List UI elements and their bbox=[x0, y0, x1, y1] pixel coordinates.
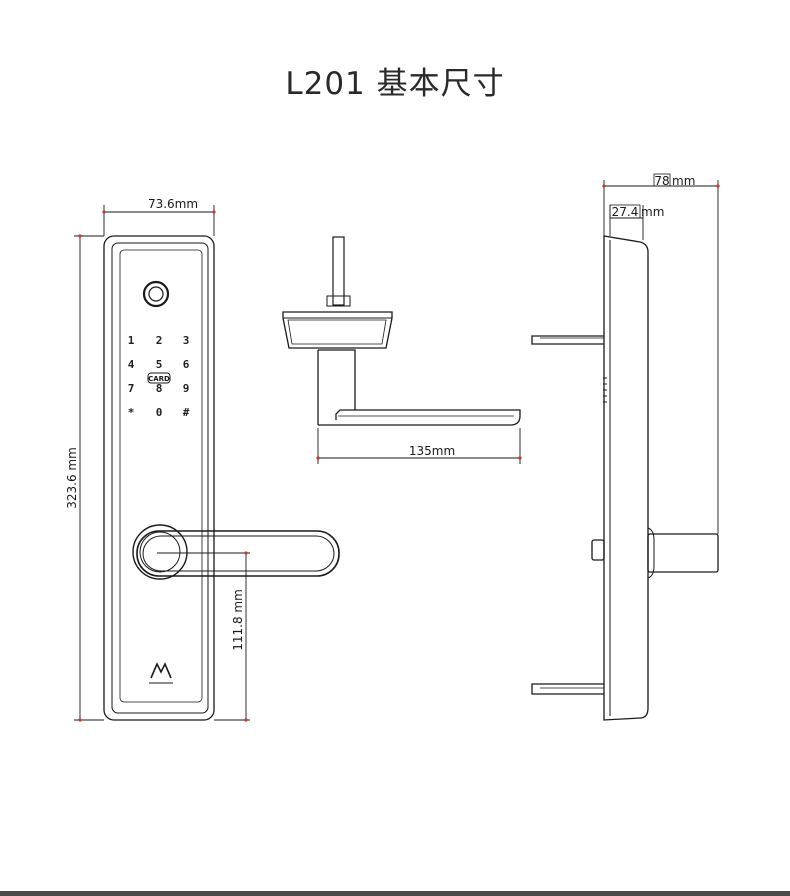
front-height-label: 323.6 mm bbox=[65, 447, 79, 509]
top-lever bbox=[318, 409, 521, 426]
front-panel-inset bbox=[119, 249, 203, 703]
keypad-key-4[interactable]: 4 bbox=[128, 358, 135, 371]
top-body-cap bbox=[282, 311, 393, 319]
keypad-key-2[interactable]: 2 bbox=[156, 334, 163, 347]
dimension-markers bbox=[78, 184, 720, 722]
lower-mounting-bar bbox=[531, 683, 604, 695]
keypad-key-8[interactable]: 8 bbox=[156, 382, 163, 395]
keypad-key-star[interactable]: * bbox=[128, 406, 135, 419]
brand-logo-icon bbox=[149, 662, 173, 684]
handle-rosette bbox=[132, 524, 188, 580]
card-label: CARD bbox=[148, 375, 170, 383]
side-panel-depth-unit: mm bbox=[641, 205, 664, 219]
front-width-label: 73.6mm bbox=[148, 197, 198, 211]
side-total-depth-value: 78 bbox=[654, 174, 669, 188]
side-panel-depth-value: 27.4 bbox=[612, 205, 639, 219]
front-handle[interactable] bbox=[136, 530, 340, 577]
side-view bbox=[531, 235, 719, 721]
side-button bbox=[591, 539, 605, 561]
front-view bbox=[103, 235, 340, 721]
handle-rosette-inner bbox=[139, 531, 181, 573]
keypad-key-1[interactable]: 1 bbox=[128, 334, 135, 347]
side-handle-rosette bbox=[647, 527, 655, 579]
handle-length-label: 135mm bbox=[409, 444, 455, 458]
card-badge: CARD bbox=[147, 372, 171, 384]
keypad-key-9[interactable]: 9 bbox=[183, 382, 190, 395]
page-title: L201 基本尺寸 bbox=[285, 66, 505, 102]
keypad: 1 2 3 4 5 6 7 8 9 * 0 # bbox=[128, 334, 190, 419]
spindle bbox=[332, 236, 345, 306]
front-panel-inner bbox=[111, 242, 209, 714]
handle-neck-right bbox=[318, 349, 356, 410]
keypad-key-3[interactable]: 3 bbox=[183, 334, 190, 347]
front-panel-outer bbox=[103, 235, 215, 721]
top-body-inner bbox=[287, 319, 387, 345]
side-slots bbox=[603, 377, 607, 403]
side-total-depth-unit: mm bbox=[672, 174, 695, 188]
keypad-key-6[interactable]: 6 bbox=[183, 358, 190, 371]
upper-mounting-bar bbox=[531, 335, 604, 345]
keypad-key-hash[interactable]: # bbox=[183, 406, 190, 419]
side-panel bbox=[603, 235, 649, 721]
side-handle bbox=[647, 533, 719, 573]
top-view bbox=[282, 236, 521, 426]
keypad-key-7[interactable]: 7 bbox=[128, 382, 135, 395]
keypad-key-0[interactable]: 0 bbox=[156, 406, 163, 419]
fingerprint-sensor-icon[interactable] bbox=[142, 280, 170, 308]
handle-height-label: 111.8 mm bbox=[231, 589, 245, 651]
keypad-key-5[interactable]: 5 bbox=[156, 358, 163, 371]
bottom-divider bbox=[0, 891, 790, 896]
top-body bbox=[282, 311, 393, 349]
spindle-base bbox=[326, 295, 351, 307]
